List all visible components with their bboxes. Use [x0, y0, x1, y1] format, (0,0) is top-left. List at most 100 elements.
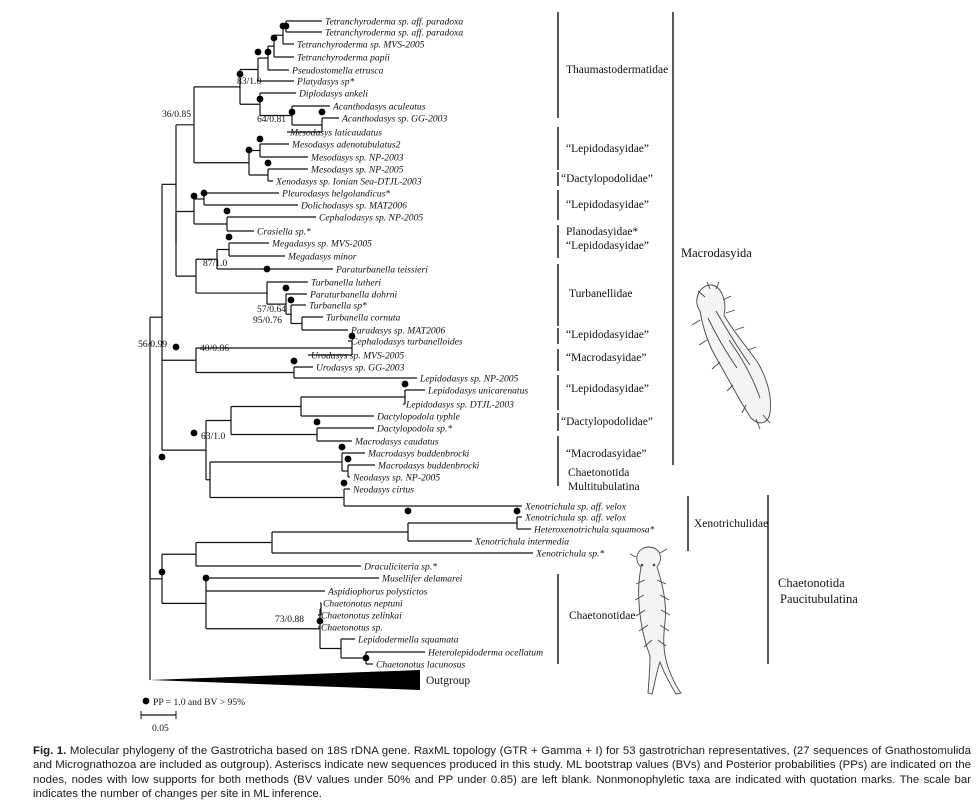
support-value: 36/0.85 — [162, 109, 191, 120]
clade-bars — [557, 12, 769, 664]
supported-node-dot — [338, 443, 346, 451]
supported-node-dot — [348, 332, 356, 340]
clade-label: Thaumastodermatidae — [566, 64, 668, 76]
outgroup-label: Outgroup — [426, 675, 470, 687]
support-value: 57/0.64 — [257, 304, 286, 315]
supported-node-dot — [223, 207, 231, 215]
clade-label: Multitubulatina — [568, 481, 640, 493]
supported-node-dot — [200, 189, 208, 197]
scale-label: 0.05 — [152, 723, 169, 734]
taxon-label: Mesodasys laticaudatus — [289, 127, 382, 138]
supported-node-dot — [158, 453, 166, 461]
support-value: 87/1.0 — [203, 258, 227, 269]
taxon-label: Megadasys sp. MVS-2005 — [271, 238, 372, 249]
taxon-label: Heteroxenotrichula squamosa* — [533, 524, 655, 535]
taxon-label: Paraturbanella teissieri — [335, 264, 428, 275]
support-value: 64/0.81 — [257, 114, 286, 125]
taxon-label: Xenotrichula sp. aff. velox — [524, 501, 627, 512]
clade-label: “Lepidodasyidae” — [566, 199, 649, 211]
taxon-label: Cephalodasys sp. NP-2005 — [319, 212, 423, 223]
taxon-label: Acanthodasys sp. GG-2003 — [341, 113, 447, 124]
taxon-label: Pleurodasys helgolandicus* — [281, 188, 390, 199]
clade-label: “Macrodasyidae” — [566, 352, 646, 364]
supported-node-dot — [316, 617, 324, 625]
supported-node-dot — [404, 507, 412, 515]
taxon-label: Platydasys sp* — [296, 76, 354, 87]
taxon-label: Draculiciteria sp.* — [363, 561, 437, 572]
supported-node-dot — [172, 343, 180, 351]
tree-nodes — [158, 22, 521, 662]
taxon-label: Turbanella sp* — [309, 300, 367, 311]
taxon-label: Tetranchyroderma sp. aff. paradoxa — [325, 27, 463, 38]
clade-label: Chaetonotidae — [569, 610, 635, 622]
supported-node-dot — [256, 135, 264, 143]
taxon-label: Dolichodasys sp. MAT2006 — [300, 200, 407, 211]
taxon-label: Acanthodasys aculeatus — [332, 101, 426, 112]
taxon-label: Dactylopodola sp.* — [376, 423, 452, 434]
figure-caption: Fig. 1. Molecular phylogeny of the Gastr… — [33, 744, 971, 802]
supported-node-dot — [202, 574, 210, 582]
supported-node-dot — [513, 507, 521, 515]
supported-node-dot — [288, 108, 296, 116]
clade-label: Chaetonotida — [568, 467, 629, 479]
supported-node-dot — [282, 22, 290, 30]
taxon-label: Macrodasys caudatus — [354, 436, 439, 447]
supported-node-dot — [263, 265, 271, 273]
taxon-label: Neodasys cirtus — [352, 484, 414, 495]
taxon-label: Mesodasys sp. NP-2005 — [310, 164, 404, 175]
order-label: Paucitubulatina — [780, 592, 858, 606]
taxon-label: Lepidodasys unicarenatus — [427, 385, 528, 396]
taxon-label: Lepidodasys sp. NP-2005 — [419, 373, 519, 384]
taxon-label: Xenotrichula intermedia — [474, 536, 569, 547]
taxon-labels: Tetranchyroderma sp. aff. paradoxaTetran… — [257, 16, 655, 670]
clade-label: “Macrodasyidae” — [566, 448, 646, 460]
clade-label: “Lepidodasyidae” — [566, 143, 649, 155]
support-labels: 83/1.0 64/0.81 36/0.85 87/1.0 95/0.7657/0.64… — [138, 76, 304, 625]
supported-node-dot — [270, 34, 278, 42]
support-value: 95/0.76 — [253, 315, 282, 326]
phylogenetic-tree: Tetranchyroderma sp. aff. paradoxaTetran… — [138, 12, 858, 734]
clade-label: Xenotrichulidae — [694, 518, 768, 530]
supported-node-dot — [344, 455, 352, 463]
supported-node-dot — [264, 48, 272, 56]
supported-node-dot — [158, 568, 166, 576]
taxon-label: Xenotrichula sp. aff. velox — [524, 512, 627, 523]
taxon-label: Tetranchyroderma sp. MVS-2005 — [297, 39, 425, 50]
taxon-label: Chaetonotus sp. — [321, 622, 383, 633]
supported-node-dot — [190, 192, 198, 200]
support-value: 63/1.0 — [201, 431, 225, 442]
order-label: Chaetonotida — [778, 576, 845, 590]
order-label: Macrodasyida — [681, 246, 752, 260]
taxon-label: Dactylopodola typhle — [376, 411, 461, 422]
support-value: 73/0.88 — [275, 614, 304, 625]
taxon-label: Lepidodermella squamata — [357, 634, 459, 645]
legend-text: PP = 1.0 and BV > 95% — [153, 697, 245, 708]
supported-node-dot — [190, 429, 198, 437]
taxon-label: Diplodasys ankeli — [298, 88, 368, 99]
taxon-label: Cephalodasys turbanelloides — [351, 336, 463, 347]
taxon-label: Crasiella sp.* — [257, 226, 311, 237]
taxon-label: Chaetonotus lacunosus — [376, 659, 466, 670]
supported-node-dot — [254, 48, 262, 56]
macrodasyida-gastrotrich-drawing — [691, 281, 771, 430]
supported-node-dot — [264, 159, 272, 167]
supported-node-dot — [245, 146, 253, 154]
taxon-label: Turbanella lutheri — [311, 277, 381, 288]
taxon-label: Xenotrichula sp.* — [535, 548, 604, 559]
caption-text: Molecular phylogeny of the Gastrotricha … — [33, 745, 971, 801]
taxon-label: Urodasys sp. MVS-2005 — [311, 350, 404, 361]
chaetonotida-gastrotrich-drawing — [629, 546, 682, 695]
support-value: 83/1.0 — [237, 76, 261, 87]
caption-label: Fig. 1. — [33, 745, 67, 757]
tree-branches — [149, 20, 533, 680]
taxon-label: Tetranchyroderma sp. aff. paradoxa — [325, 16, 463, 27]
supported-node-dot — [318, 108, 326, 116]
taxon-label: Xenodasys sp. Ionian Sea-DTJL-2003 — [275, 176, 422, 187]
supported-node-dot — [401, 380, 409, 388]
taxon-label: Turbanella cornuta — [326, 312, 401, 323]
taxon-label: Tetranchyroderma papii — [297, 52, 390, 63]
taxon-label: Macrodasys buddenbrocki — [377, 460, 480, 471]
clade-labels: Thaumastodermatidae“Lepidodasyidae”“Dact… — [561, 64, 858, 622]
taxon-label: Paradasys sp. MAT2006 — [350, 325, 445, 336]
support-value: 56/0.99 — [138, 339, 167, 350]
